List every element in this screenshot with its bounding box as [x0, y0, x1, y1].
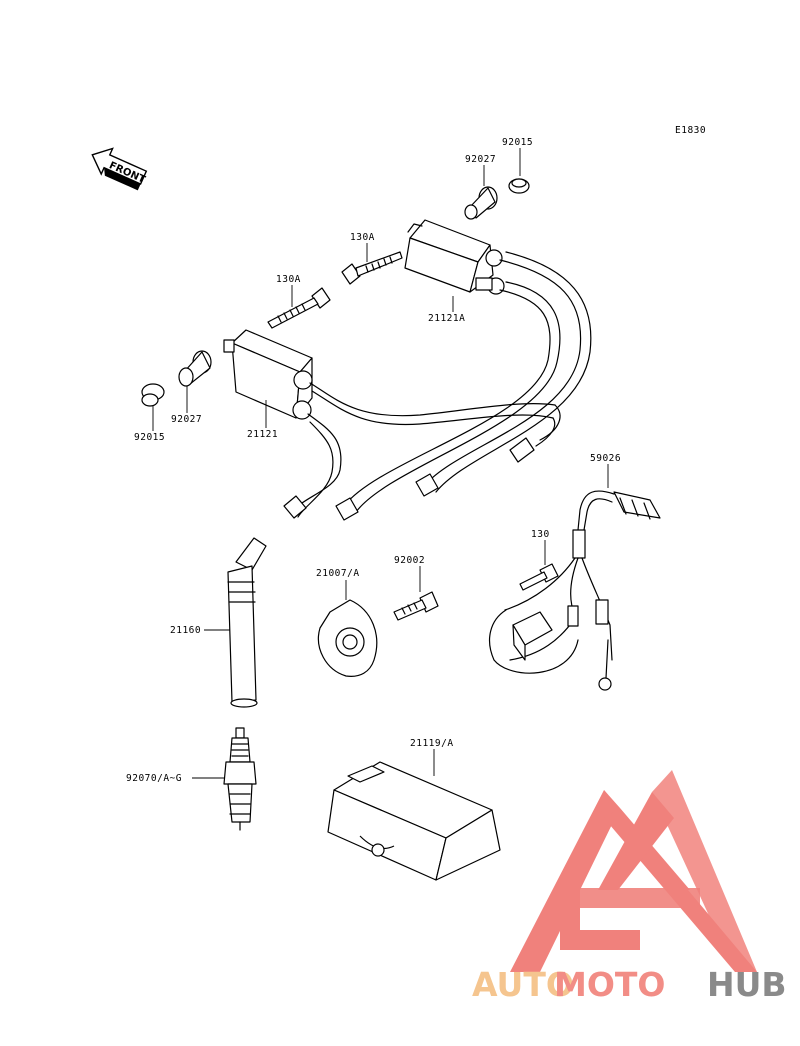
label-21007a: 21007/A	[316, 568, 360, 579]
collar-92015-upper	[508, 178, 530, 194]
label-21119a: 21119/A	[410, 738, 454, 749]
bolt-130	[519, 563, 559, 591]
label-59026: 59026	[590, 453, 621, 464]
bolt-92002	[393, 591, 439, 621]
plug-leads	[283, 251, 592, 521]
label-130a-lower: 130A	[276, 274, 301, 285]
logo-word-moto: MOTO	[554, 965, 665, 1004]
automotohub-logo: AUTO MOTO HUB	[472, 770, 787, 1004]
bolt-130a-upper	[341, 251, 403, 285]
label-92070: 92070/A~G	[126, 773, 182, 784]
bushing-92027-upper	[464, 186, 498, 220]
label-21160: 21160	[170, 625, 201, 636]
label-92002: 92002	[394, 555, 425, 566]
diagram-code: E1830	[675, 125, 706, 136]
label-130: 130	[531, 529, 550, 540]
timing-rotor	[317, 599, 378, 677]
ignition-coil-lower	[223, 329, 313, 420]
front-arrow-icon: FRONT	[91, 147, 148, 191]
label-92027-lower: 92027	[171, 414, 202, 425]
label-130a-upper: 130A	[350, 232, 375, 243]
label-21121: 21121	[247, 429, 278, 440]
pickup-coil-harness	[489, 490, 661, 691]
part-labels: 92015 92027 130A 130A 21121A 92027 92015…	[126, 137, 621, 784]
bushing-92027-lower	[178, 350, 212, 387]
logo-word-hub: HUB	[707, 965, 787, 1004]
spark-plug-cap	[227, 537, 267, 708]
ignition-coil-upper	[404, 219, 505, 295]
label-21121a: 21121A	[428, 313, 465, 324]
label-92027-upper: 92027	[465, 154, 496, 165]
label-92015-upper: 92015	[502, 137, 533, 148]
label-92015-lower: 92015	[134, 432, 165, 443]
logo-mark-icon	[510, 770, 757, 972]
logo-word-auto: AUTO	[472, 965, 574, 1004]
bolt-130a-lower	[267, 287, 331, 329]
igniter-unit	[327, 761, 501, 881]
spark-plug	[223, 727, 257, 831]
collar-92015-lower	[141, 383, 165, 407]
